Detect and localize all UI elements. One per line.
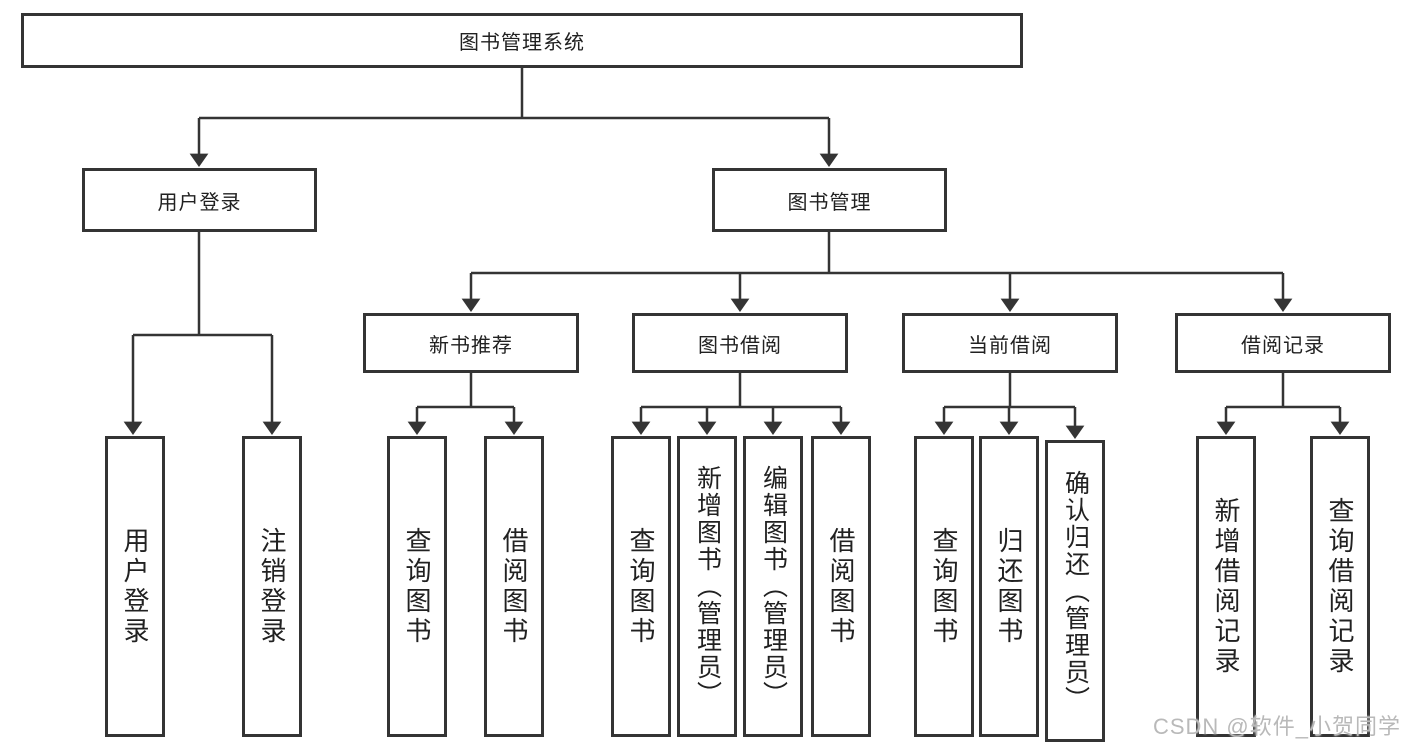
node-book-management: 图书管理 (712, 168, 947, 232)
node-borrow-records-label: 借阅记录 (1241, 334, 1325, 357)
node-leaf-query-books-2: 查询图书 (611, 436, 671, 737)
node-new-book-recommend-label: 新书推荐 (429, 334, 513, 357)
node-leaf-return-book: 归还图书 (979, 436, 1039, 737)
csdn-watermark: CSDN @软件_小贺同学 (1152, 714, 1401, 739)
node-user-login-label: 用户登录 (157, 191, 242, 214)
node-leaf-add-borrow-record-label: 新增借阅记录 (1211, 496, 1241, 677)
node-leaf-edit-book-admin: 编辑图书（管理员） (743, 436, 803, 737)
node-leaf-query-books-1-label: 查询图书 (402, 526, 432, 647)
node-leaf-query-books-2-label: 查询图书 (626, 526, 656, 647)
node-book-borrow-label: 图书借阅 (698, 334, 782, 357)
node-leaf-query-books-3: 查询图书 (914, 436, 974, 737)
node-leaf-query-books-3-label: 查询图书 (929, 526, 959, 647)
node-leaf-confirm-return-admin-label: 确认归还（管理员） (1061, 469, 1090, 713)
node-leaf-query-borrow-record-label: 查询借阅记录 (1325, 496, 1355, 677)
node-leaf-borrow-books-1: 借阅图书 (484, 436, 544, 737)
node-new-book-recommend: 新书推荐 (363, 313, 579, 373)
node-leaf-user-login-label: 用户登录 (120, 526, 150, 647)
node-library-system: 图书管理系统 (21, 13, 1023, 68)
node-leaf-borrow-books-2-label: 借阅图书 (826, 526, 856, 647)
node-leaf-query-borrow-record: 查询借阅记录 (1310, 436, 1370, 737)
node-library-system-label: 图书管理系统 (459, 32, 585, 54)
node-leaf-add-borrow-record: 新增借阅记录 (1196, 436, 1256, 737)
node-leaf-confirm-return-admin: 确认归还（管理员） (1045, 440, 1105, 742)
node-leaf-return-book-label: 归还图书 (994, 526, 1024, 647)
node-leaf-user-login: 用户登录 (105, 436, 165, 737)
node-leaf-query-books-1: 查询图书 (387, 436, 447, 737)
node-leaf-add-book-admin-label: 新增图书（管理员） (693, 465, 722, 708)
node-leaf-borrow-books-1-label: 借阅图书 (499, 526, 529, 647)
node-user-login: 用户登录 (82, 168, 317, 232)
node-leaf-logout-label: 注销登录 (257, 526, 287, 647)
node-book-management-label: 图书管理 (787, 191, 872, 214)
node-current-borrow: 当前借阅 (902, 313, 1118, 373)
node-leaf-borrow-books-2: 借阅图书 (811, 436, 871, 737)
node-leaf-edit-book-admin-label: 编辑图书（管理员） (759, 465, 788, 708)
node-leaf-add-book-admin: 新增图书（管理员） (677, 436, 737, 737)
node-book-borrow: 图书借阅 (632, 313, 848, 373)
node-borrow-records: 借阅记录 (1175, 313, 1391, 373)
node-current-borrow-label: 当前借阅 (968, 334, 1052, 357)
node-leaf-logout: 注销登录 (242, 436, 302, 737)
